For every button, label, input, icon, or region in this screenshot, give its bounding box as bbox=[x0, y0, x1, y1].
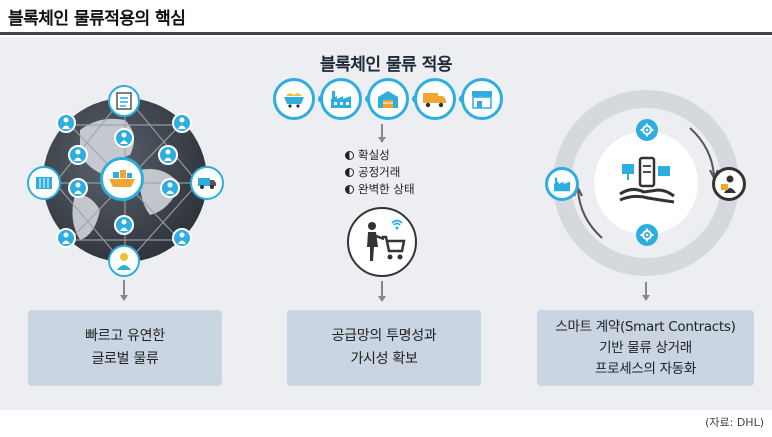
diagram-main-title: 블록체인 물류 적용 bbox=[320, 55, 452, 75]
person-icon bbox=[62, 232, 70, 244]
right-down-arrow bbox=[645, 282, 647, 296]
person-icon bbox=[178, 232, 186, 244]
half-circle-bullet-icon bbox=[345, 185, 354, 194]
center-outcome-line2: 가시성 확보 bbox=[350, 351, 418, 367]
factory-icon bbox=[554, 177, 570, 192]
chain-step-mine bbox=[273, 78, 315, 120]
person-node bbox=[114, 128, 134, 148]
gear-node-top bbox=[636, 119, 658, 141]
person-node bbox=[56, 113, 76, 133]
person-icon bbox=[62, 117, 70, 129]
factory-icon bbox=[331, 91, 351, 108]
right-arrow-head bbox=[642, 295, 650, 301]
title-divider bbox=[0, 32, 772, 35]
bullet-text: 완벽한 상태 bbox=[358, 182, 415, 196]
mine-cart-icon bbox=[284, 93, 304, 108]
right-outcome-box: 스마트 계약(Smart Contracts) 기반 물류 상거래 프로세스의 … bbox=[537, 310, 754, 386]
left-arrow-head bbox=[120, 295, 128, 301]
left-outcome-box: 빠르고 유연한 글로벌 물류 bbox=[28, 310, 222, 386]
person-node bbox=[172, 228, 192, 248]
gear-icon bbox=[640, 228, 654, 242]
page-title: 블록체인 물류적용의 핵심 bbox=[8, 9, 186, 29]
person-icon bbox=[120, 219, 128, 231]
container-icon bbox=[36, 177, 52, 189]
center-top-arrow-head bbox=[378, 137, 386, 143]
truck-icon bbox=[198, 178, 216, 189]
courier-package-icon bbox=[721, 175, 736, 193]
recipient-node bbox=[712, 167, 746, 201]
person-icon bbox=[178, 117, 186, 129]
chain-step-factory bbox=[320, 78, 362, 120]
bullet-text: 확실성 bbox=[358, 148, 390, 162]
handshake-contract-icon bbox=[619, 156, 675, 204]
gear-node-bottom bbox=[636, 224, 658, 246]
left-down-arrow bbox=[123, 280, 125, 296]
source-caption: (자료: DHL) bbox=[705, 416, 764, 429]
right-outcome-line3: 프로세스의 자동화 bbox=[595, 360, 696, 377]
person-node bbox=[172, 113, 192, 133]
person-icon bbox=[164, 149, 172, 161]
person-icon bbox=[74, 182, 82, 194]
ship-node bbox=[100, 157, 144, 201]
store-icon bbox=[472, 91, 492, 109]
courier-icon bbox=[117, 253, 131, 270]
delivery-truck-icon bbox=[423, 93, 446, 108]
person-node bbox=[160, 178, 180, 198]
shopper-cart-circle bbox=[347, 207, 417, 277]
chain-step-truck bbox=[414, 78, 456, 120]
person-node bbox=[114, 215, 134, 235]
shopping-cart-person-icon bbox=[367, 219, 406, 261]
cargo-ship-icon bbox=[109, 170, 135, 187]
left-outcome-line2: 글로벌 물류 bbox=[91, 351, 159, 367]
left-outcome-line1: 빠르고 유연한 bbox=[85, 328, 165, 344]
center-arrow-head bbox=[378, 296, 386, 302]
transparency-bullet-list: 확실성 공정거래 완벽한 상태 bbox=[345, 147, 415, 198]
center-down-arrow bbox=[381, 281, 383, 297]
person-icon bbox=[120, 132, 128, 144]
bullet-item: 확실성 bbox=[345, 147, 415, 164]
person-node bbox=[68, 145, 88, 165]
person-node bbox=[158, 145, 178, 165]
truck-node bbox=[190, 166, 224, 200]
document-node bbox=[108, 85, 140, 117]
bullet-text: 공정거래 bbox=[358, 165, 401, 179]
half-circle-bullet-icon bbox=[345, 168, 354, 177]
right-outcome-line1: 스마트 계약(Smart Contracts) bbox=[555, 318, 736, 335]
bullet-item: 공정거래 bbox=[345, 164, 415, 181]
center-outcome-line1: 공급망의 투명성과 bbox=[331, 328, 437, 344]
center-top-arrow bbox=[381, 124, 383, 138]
document-icon bbox=[116, 92, 132, 110]
center-outcome-box: 공급망의 투명성과 가시성 확보 bbox=[287, 310, 481, 386]
chain-step-store bbox=[461, 78, 503, 120]
person-icon bbox=[166, 182, 174, 194]
courier-node bbox=[108, 245, 140, 277]
half-circle-bullet-icon bbox=[345, 151, 354, 160]
container-node bbox=[27, 166, 61, 200]
right-outcome-line2: 기반 물류 상거래 bbox=[599, 339, 692, 356]
factory-node bbox=[545, 167, 579, 201]
chain-step-warehouse bbox=[367, 78, 409, 120]
bullet-item: 완벽한 상태 bbox=[345, 181, 415, 198]
person-node bbox=[68, 178, 88, 198]
gear-icon bbox=[640, 123, 654, 137]
person-node bbox=[56, 228, 76, 248]
person-icon bbox=[74, 149, 82, 161]
warehouse-icon bbox=[378, 91, 398, 108]
